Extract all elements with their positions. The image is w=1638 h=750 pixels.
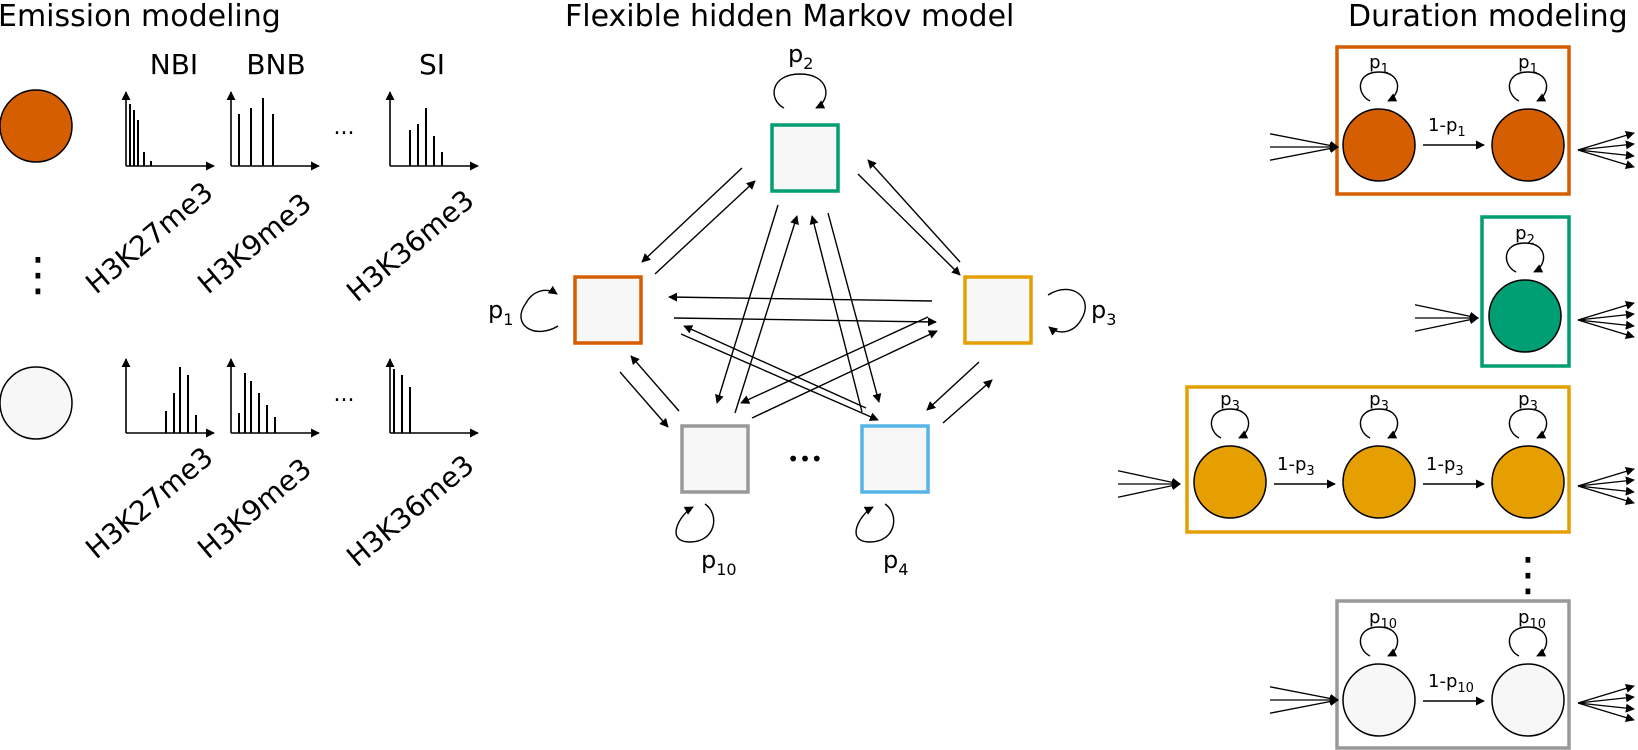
duration-loop-label-p3-a: p3 xyxy=(1220,389,1240,414)
column-label-nbi: NBI xyxy=(150,48,198,81)
column-label-bnb: BNB xyxy=(246,48,305,81)
hmm-more-states-dots: ••• xyxy=(787,447,822,471)
state-square-green xyxy=(770,123,840,193)
mark-label-h3k36me3-top: H3K36me3 xyxy=(340,183,480,308)
duration-chain-label-1-p10: 1-p10 xyxy=(1428,671,1474,696)
duration-box-gray xyxy=(1335,599,1571,750)
entry-arrows-orange xyxy=(1269,133,1339,161)
substate-yellow-3 xyxy=(1491,445,1565,519)
exit-arrows-gray xyxy=(1577,684,1635,722)
state-square-orange xyxy=(573,275,643,345)
duration-arrows xyxy=(1210,71,1548,706)
hist-top-nbi xyxy=(121,91,215,171)
histogram-plots xyxy=(121,91,479,438)
exit-arrows-orange xyxy=(1577,131,1635,169)
column-label-si: SI xyxy=(419,48,445,81)
exit-arrows-yellow xyxy=(1577,467,1635,505)
entry-arrows-gray xyxy=(1269,686,1339,714)
entry-exit-arrow-fans xyxy=(1117,131,1635,722)
hist-top-bnb xyxy=(226,91,320,171)
state-square-gray xyxy=(680,424,750,494)
self-loop-label-p4: p4 xyxy=(883,546,908,579)
duration-chain-label-1-p3-a: 1-p3 xyxy=(1277,454,1315,479)
state-circle-gray xyxy=(0,366,73,440)
substate-yellow-1 xyxy=(1193,445,1267,519)
self-loop-label-p1: p1 xyxy=(488,296,513,329)
self-loop-label-p3: p3 xyxy=(1091,296,1116,329)
duration-chain-label-1-p3-b: 1-p3 xyxy=(1426,454,1464,479)
substate-gray-1 xyxy=(1342,663,1416,737)
duration-loop-label-p1-b: p1 xyxy=(1518,52,1538,77)
duration-loop-label-p10-b: p10 xyxy=(1518,607,1546,632)
title-flexible-hmm: Flexible hidden Markov model xyxy=(565,0,1014,34)
duration-chain-label-1-p1: 1-p1 xyxy=(1428,115,1466,140)
ellipsis-top: ... xyxy=(334,115,355,140)
substate-orange-2 xyxy=(1491,108,1565,182)
duration-box-yellow xyxy=(1185,385,1571,534)
duration-loop-label-p1-a: p1 xyxy=(1369,52,1389,77)
substate-yellow-2 xyxy=(1342,445,1416,519)
title-emission-modeling: Emission modeling xyxy=(0,0,281,34)
hist-bottom-bnb xyxy=(226,358,320,438)
substate-gray-2 xyxy=(1491,663,1565,737)
exit-arrows-green xyxy=(1577,301,1635,339)
substate-green-1 xyxy=(1488,279,1562,353)
duration-box-green xyxy=(1480,215,1571,368)
duration-box-orange xyxy=(1335,45,1571,196)
entry-arrows-green xyxy=(1414,304,1479,332)
duration-loop-label-p2: p2 xyxy=(1515,223,1535,248)
vertical-ellipsis-duration: ⋮ xyxy=(1505,547,1551,601)
state-square-yellow xyxy=(963,275,1033,345)
duration-loop-label-p3-c: p3 xyxy=(1518,389,1538,414)
mark-label-h3k36me3-bottom: H3K36me3 xyxy=(340,448,480,573)
hmm-panel: p2 p1 p3 p10 p4 ••• xyxy=(488,40,1116,579)
substate-orange-1 xyxy=(1342,108,1416,182)
hist-top-si xyxy=(385,91,479,171)
state-circle-orange xyxy=(0,89,73,163)
hist-bottom-nbi xyxy=(121,358,215,438)
entry-arrows-yellow xyxy=(1117,470,1181,498)
transition-arrows xyxy=(520,73,1086,543)
emission-panel: NBI BNB SI ... ... ⋮ H3K27me3 H3K9me3 H3… xyxy=(0,48,480,573)
state-square-blue xyxy=(860,424,930,494)
ellipsis-bottom: ... xyxy=(334,382,355,407)
self-loop-label-p10: p10 xyxy=(701,546,737,579)
vertical-ellipsis-emission: ⋮ xyxy=(15,247,61,301)
self-loop-label-p2: p2 xyxy=(788,40,813,73)
title-duration-modeling: Duration modeling xyxy=(1348,0,1628,34)
hist-bottom-si xyxy=(385,358,479,438)
duration-loop-label-p10-a: p10 xyxy=(1369,607,1397,632)
duration-panel: p1 p1 p2 p3 p3 p3 p10 p10 1-p1 1-p3 1-p3… xyxy=(1117,45,1635,750)
duration-loop-label-p3-b: p3 xyxy=(1369,389,1389,414)
